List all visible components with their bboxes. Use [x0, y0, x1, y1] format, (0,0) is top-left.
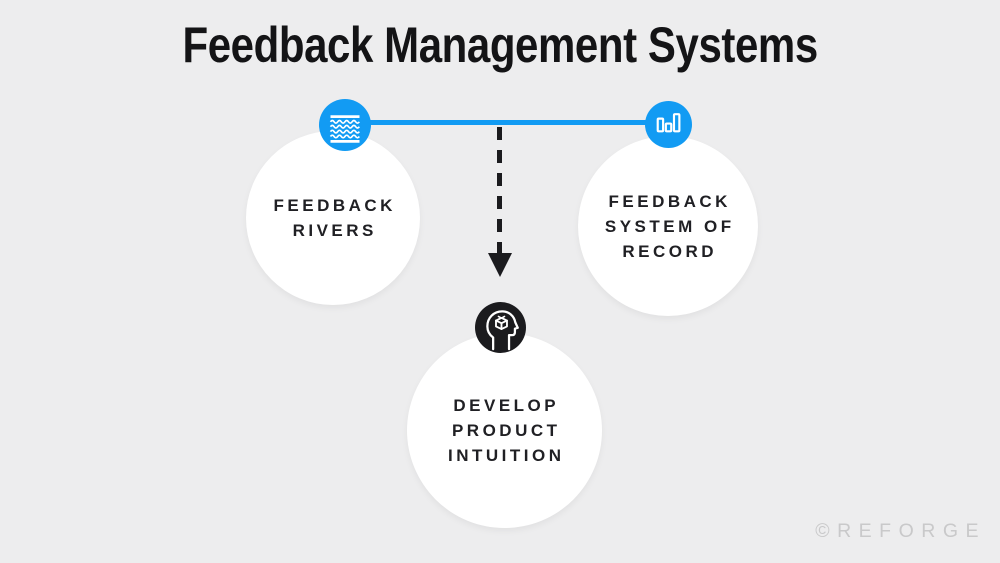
label-line: INTUITION	[448, 446, 565, 465]
page-title: Feedback Management Systems	[0, 16, 1000, 74]
head-cube-icon	[475, 302, 526, 353]
page-title-text: Feedback Management Systems	[182, 17, 818, 73]
node-feedback-system-of-record: FEEDBACK SYSTEM OF RECORD	[578, 136, 758, 316]
node-feedback-rivers-label: FEEDBACK RIVERS	[270, 193, 396, 243]
horizontal-connector-line	[345, 120, 668, 125]
label-line: DEVELOP	[453, 396, 560, 415]
label-line: FEEDBACK	[608, 191, 731, 211]
node-feedback-rivers: FEEDBACK RIVERS	[246, 131, 420, 305]
label-line: RIVERS	[292, 221, 377, 240]
reforge-watermark: ©REFORGE	[815, 520, 986, 542]
label-line: FEEDBACK	[273, 196, 396, 215]
node-develop-product-intuition: DEVELOP PRODUCT INTUITION	[407, 333, 602, 528]
waves-icon	[319, 99, 371, 151]
label-line: SYSTEM OF	[604, 216, 735, 236]
dashed-arrow-shaft	[497, 127, 502, 255]
arrow-down-icon	[488, 253, 512, 277]
node-feedback-system-of-record-label: FEEDBACK SYSTEM OF RECORD	[601, 189, 734, 264]
label-line: RECORD	[622, 241, 718, 261]
node-develop-product-intuition-label: DEVELOP PRODUCT INTUITION	[445, 393, 565, 468]
label-line: PRODUCT	[451, 421, 561, 440]
bar-chart-icon	[645, 101, 692, 148]
